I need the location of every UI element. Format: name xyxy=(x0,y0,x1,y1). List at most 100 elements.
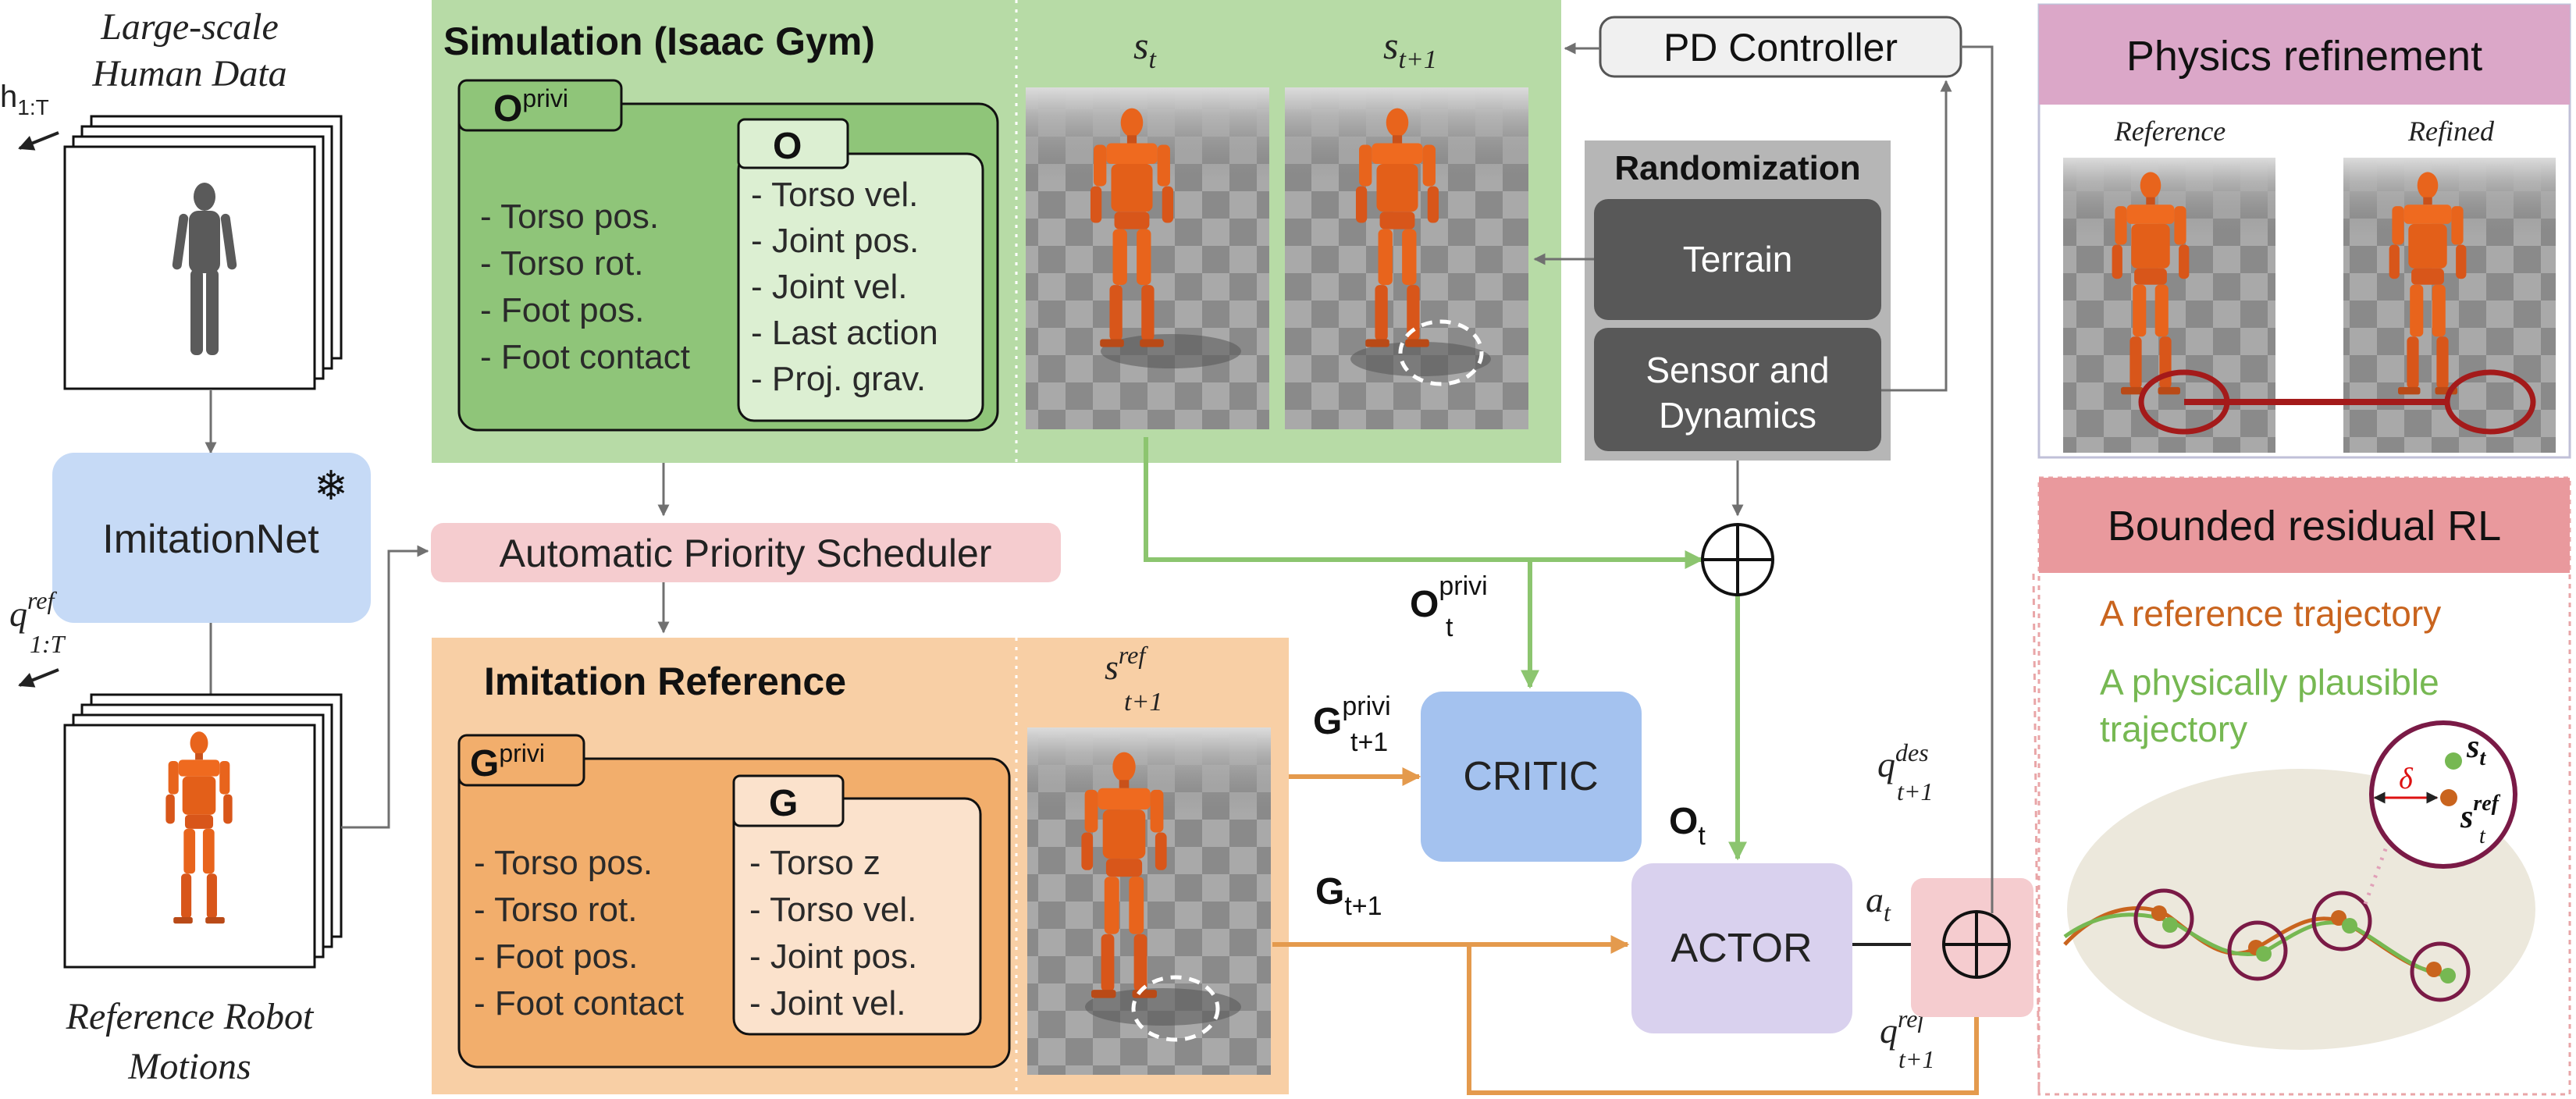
human-frame-stack xyxy=(63,115,343,390)
actor-box[interactable] xyxy=(1631,863,1852,1033)
network-area: CRITIC ACTOR Oprivi t Gprivi t+1 Ot Gt+1… xyxy=(1144,437,2033,1095)
foot-highlight-circle xyxy=(1398,319,1484,386)
o-item-3: - Joint vel. xyxy=(751,268,908,306)
bounded-residual-panel: Bounded residual RL A reference trajecto… xyxy=(2032,476,2571,1096)
ref-foot-ring xyxy=(2138,369,2230,435)
o-item-5: - Proj. grav. xyxy=(751,360,926,398)
g-privi-t1-sub: t+1 xyxy=(1350,727,1388,757)
o-t-label: Ot xyxy=(1669,801,1706,851)
critic-box[interactable] xyxy=(1421,692,1642,862)
h-arrow xyxy=(18,131,59,151)
actor-label: ACTOR xyxy=(1670,926,1812,971)
o-label: O xyxy=(773,126,802,167)
physics-refinement-panel: Physics refinement Reference Refined xyxy=(2037,3,2571,459)
pd-controller-label: PD Controller xyxy=(1663,26,1898,69)
zoom-st-label: st xyxy=(2466,729,2486,770)
randomization-title: Randomization xyxy=(1614,149,1860,187)
q-ref-arrow xyxy=(18,668,59,688)
scheduler-label: Automatic Priority Scheduler xyxy=(500,532,992,575)
sensor-dynamics-box[interactable] xyxy=(1594,328,1881,451)
arrow-sensor-to-pd xyxy=(1881,80,1952,392)
q-des-label: qdes xyxy=(1877,738,1929,784)
snowflake-icon: ❄ xyxy=(314,464,348,509)
q-ref-sub: 1:T xyxy=(30,630,66,658)
scheduler-box[interactable] xyxy=(431,523,1061,582)
human-figure xyxy=(172,183,237,355)
arrow-robots-to-scheduler xyxy=(341,545,429,829)
g-t1-label: Gt+1 xyxy=(1315,871,1382,921)
g-tab xyxy=(732,774,845,827)
g-item-1: - Torso z xyxy=(749,844,881,882)
residual-title: Bounded residual RL xyxy=(2108,503,2501,550)
imitation-image xyxy=(1027,727,1271,1075)
physics-ref-image xyxy=(2063,158,2275,453)
critic-label: CRITIC xyxy=(1463,754,1598,799)
human-data-title-line1: Large-scale xyxy=(100,6,279,48)
human-data-title-line2: Human Data xyxy=(91,53,286,94)
g-item-3: - Joint pos. xyxy=(749,937,917,976)
q-des-sub: t+1 xyxy=(1897,777,1933,806)
o-t-privi-sub: t xyxy=(1446,613,1453,642)
physics-header xyxy=(2039,5,2570,105)
sensor-line1: Sensor and xyxy=(1646,350,1829,390)
g-privi-item-1: - Torso pos. xyxy=(474,844,653,882)
terrain-box[interactable] xyxy=(1594,199,1881,320)
physics-title: Physics refinement xyxy=(2126,33,2482,80)
g-item-4: - Joint vel. xyxy=(749,984,906,1023)
zoom-sref-sub: t xyxy=(2479,824,2486,848)
o-item-4: - Last action xyxy=(751,314,938,352)
left-column: Large-scale Human Data h1:T ImitationNet… xyxy=(0,6,429,1087)
imitation-panel: Imitation Reference Gprivi - Torso pos. … xyxy=(432,638,1289,1094)
o-t-privi-label: Oprivi xyxy=(1410,571,1488,625)
sensor-line2: Dynamics xyxy=(1659,395,1816,436)
g-privi-item-3: - Foot pos. xyxy=(474,937,638,976)
sim-image-st1 xyxy=(1285,87,1528,429)
plausible-line1: A physically plausible xyxy=(2100,662,2439,702)
q-ref-label: qref xyxy=(9,586,57,634)
g-box xyxy=(732,797,982,1036)
plausible-line2: trajectory xyxy=(2100,709,2247,749)
robot-frame-stack xyxy=(63,693,343,969)
ref-traj-label: A reference trajectory xyxy=(2100,593,2441,634)
imitation-title: Imitation Reference xyxy=(484,660,846,703)
o-item-1: - Torso vel. xyxy=(751,176,918,214)
s-t-label: st xyxy=(1133,23,1157,74)
o-item-2: - Joint pos. xyxy=(751,222,919,260)
g-item-2: - Torso vel. xyxy=(749,891,916,929)
g-label: G xyxy=(769,783,798,824)
o-privi-item-2: - Torso rot. xyxy=(480,244,643,283)
g-privi-tab xyxy=(457,734,585,787)
h-label: h1:T xyxy=(0,80,49,119)
zoom-sref-label: sref xyxy=(2460,791,2501,835)
zoom-sref-dot xyxy=(2440,789,2457,806)
sim-image-st xyxy=(1026,87,1269,429)
o-privi-item-3: - Foot pos. xyxy=(480,291,644,329)
s-ref-sub: t+1 xyxy=(1124,688,1162,717)
simulation-panel: Simulation (Isaac Gym) Oprivi - Torso po… xyxy=(432,0,1561,463)
o-privi-item-1: - Torso pos. xyxy=(480,197,659,236)
s-ref-label: sref xyxy=(1105,641,1148,687)
refined-foot-ring xyxy=(2444,369,2536,435)
o-box xyxy=(737,152,984,422)
terrain-label: Terrain xyxy=(1683,239,1793,279)
control-column: PD Controller Randomization Terrain Sens… xyxy=(1533,16,1994,866)
residual-header xyxy=(2039,478,2570,573)
o-privi-item-4: - Foot contact xyxy=(480,338,690,376)
ref-foot-highlight-circle xyxy=(1131,975,1220,1042)
g-privi-t1-label: Gprivi xyxy=(1313,692,1391,742)
g-privi-item-2: - Torso rot. xyxy=(474,891,637,929)
g-privi-label: Gprivi xyxy=(470,739,545,784)
residual-sum-bg xyxy=(1911,878,2033,1017)
o-tab xyxy=(737,118,849,169)
line-pd-down xyxy=(1961,45,1994,866)
o-privi-tab xyxy=(457,79,623,132)
delta-label: δ xyxy=(2399,763,2414,795)
orange-flow-qref xyxy=(1467,944,1986,1095)
imitationnet-label: ImitationNet xyxy=(102,517,319,562)
zoom-st-dot xyxy=(2445,752,2462,770)
q-ref-t1-sub: t+1 xyxy=(1898,1045,1934,1073)
s-t1-label: st+1 xyxy=(1383,23,1437,74)
robot-motions-title-line2: Motions xyxy=(127,1046,251,1087)
imitationnet-box[interactable] xyxy=(52,453,371,623)
